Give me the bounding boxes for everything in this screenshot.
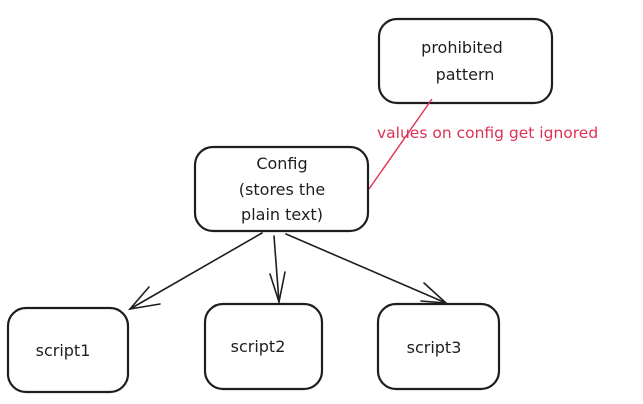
node-config-shape: [193, 145, 370, 233]
edge-config-script2-arrowhead: [269, 271, 286, 306]
node-config-line3: plain text): [241, 205, 323, 224]
node-script2-label: script2: [231, 337, 286, 356]
node-prohibited-pattern[interactable]: prohibited pattern: [377, 17, 554, 105]
node-script2[interactable]: script2: [203, 302, 324, 391]
node-script1-shape: [6, 306, 130, 394]
node-script3[interactable]: script3: [376, 302, 501, 391]
node-prohibited-pattern-line1: prohibited: [421, 38, 503, 57]
node-script3-shape: [376, 302, 501, 391]
edge-config-script1-arrowhead: [127, 286, 161, 311]
node-prohibited-pattern-line2: pattern: [436, 65, 495, 84]
edge-config-script3-line: [285, 233, 447, 304]
edge-config-script2: [269, 235, 286, 306]
node-config-line1: Config: [256, 154, 307, 173]
annotation-connector-line: [368, 98, 433, 190]
edge-config-script2-line: [273, 235, 280, 303]
node-script1-label: script1: [36, 341, 91, 360]
edge-config-script3: [285, 233, 449, 304]
node-config-line2: (stores the: [239, 180, 325, 199]
node-script1[interactable]: script1: [6, 306, 130, 394]
node-script3-label: script3: [407, 338, 462, 357]
node-config[interactable]: Config (stores the plain text): [193, 145, 370, 233]
node-script2-shape: [203, 302, 324, 391]
edge-config-script1-line: [129, 232, 263, 310]
annotation-text: values on config get ignored: [377, 124, 598, 142]
node-prohibited-pattern-shape: [377, 17, 554, 105]
edge-config-script1: [127, 232, 263, 311]
